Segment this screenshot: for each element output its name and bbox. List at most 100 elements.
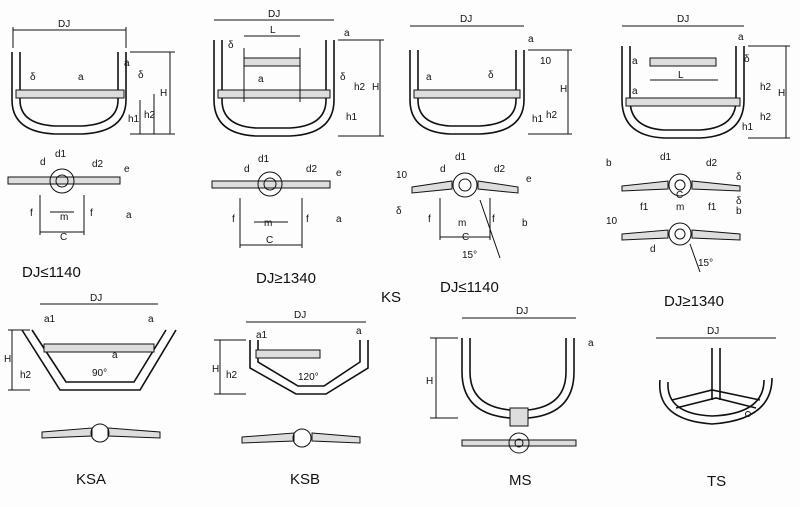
caption-ksb: KSB bbox=[290, 471, 320, 488]
dim-a-7: a bbox=[528, 34, 534, 45]
ksb-elevation: DJ H h2 a1 a 120° bbox=[212, 310, 369, 395]
dim-b-2: b bbox=[606, 158, 612, 169]
dim-dj-5: DJ bbox=[90, 293, 102, 304]
dim-l-2: L bbox=[678, 70, 684, 81]
dim-h1-2: h1 bbox=[346, 112, 358, 123]
dim-delta-6: δ bbox=[396, 206, 402, 217]
dim-delta-9: δ bbox=[736, 196, 742, 207]
dim-h2-7: h2 bbox=[226, 370, 238, 381]
dim-a-6: a bbox=[336, 214, 342, 225]
dim-e-2: e bbox=[336, 168, 342, 179]
dim-c-2: C bbox=[266, 235, 273, 246]
dim-d1-2: d1 bbox=[258, 154, 270, 165]
dim-f1: f1 bbox=[640, 202, 649, 213]
caption-ks: KS bbox=[381, 289, 401, 306]
caption-ks-le1140-b: DJ≤1140 bbox=[440, 279, 499, 296]
dim-h2-4: h2 bbox=[760, 112, 772, 123]
dim-h-3: H bbox=[560, 84, 567, 95]
dim-delta-7: δ bbox=[744, 54, 750, 65]
dim-a-8: a bbox=[426, 72, 432, 83]
dim-a-13: a bbox=[112, 350, 118, 361]
dim-h2-6: h2 bbox=[20, 370, 32, 381]
dim-f-5: f bbox=[428, 214, 431, 225]
ms-hub-detail bbox=[461, 432, 577, 454]
ks-small-variant-elevation: DJ H h1 h2 10 a δ a bbox=[409, 14, 572, 135]
dim-a-12: a bbox=[148, 314, 154, 325]
dim-dj-7: DJ bbox=[516, 306, 528, 317]
dim-d1-4: d1 bbox=[660, 152, 672, 163]
dim-h2-2: h2 bbox=[354, 82, 366, 93]
dim-d2: d2 bbox=[92, 159, 104, 170]
dim-dj-3: DJ bbox=[460, 14, 472, 25]
dim-h2-5: h2 bbox=[760, 82, 772, 93]
dim-d: d bbox=[40, 157, 46, 168]
caption-ms: MS bbox=[509, 472, 532, 489]
dim-a-11: a bbox=[632, 86, 638, 97]
dim-c-3: C bbox=[462, 232, 469, 243]
dim-90: 90° bbox=[92, 368, 107, 379]
dim-m-4: m bbox=[676, 202, 684, 213]
dim-f-3: f bbox=[232, 214, 235, 225]
dim-a-2: a bbox=[78, 72, 84, 83]
dim-d2-4: d2 bbox=[706, 158, 718, 169]
caption-ks-ge1340: DJ≥1340 bbox=[256, 270, 316, 287]
dim-e: e bbox=[124, 164, 130, 175]
dim-h1-4: h1 bbox=[742, 122, 754, 133]
dim-d1: d1 bbox=[55, 149, 67, 160]
caption-ts: TS bbox=[707, 473, 726, 490]
dim-a-15: a bbox=[588, 338, 594, 349]
dim-a-5: a bbox=[258, 74, 264, 85]
dim-dj-8: DJ bbox=[707, 326, 719, 337]
dim-delta-2: δ bbox=[30, 72, 36, 83]
dim-a: a bbox=[124, 58, 130, 69]
dim-a1: a1 bbox=[44, 314, 56, 325]
dim-15-2: 15° bbox=[698, 258, 713, 269]
dim-h1-3: h1 bbox=[532, 114, 544, 125]
ksb-hub-detail bbox=[241, 428, 361, 448]
ts-elevation: DJ bbox=[656, 326, 776, 425]
dim-delta: δ bbox=[138, 70, 144, 81]
dim-h-2: H bbox=[372, 82, 379, 93]
ks-small-variant-hub-detail: 10 δ d d1 d2 e b f f m C 15° bbox=[396, 152, 532, 261]
ks-small-hub-detail: d d1 d2 e a f f m C bbox=[7, 149, 132, 243]
ks-large-variant-elevation: DJ L H h1 h2 h2 a δ a a bbox=[621, 14, 790, 139]
dim-a1-2: a1 bbox=[256, 330, 268, 341]
dim-15: 15° bbox=[462, 250, 477, 261]
dim-d-2: d bbox=[244, 164, 250, 175]
dim-f-2: f bbox=[90, 208, 93, 219]
caption-ks-le1140: DJ≤1140 bbox=[22, 264, 81, 281]
dim-f-4: f bbox=[306, 214, 309, 225]
dim-dj-2: DJ bbox=[268, 9, 280, 20]
ksa-hub-detail bbox=[41, 423, 161, 443]
dim-m-3: m bbox=[458, 218, 466, 229]
ms-elevation: DJ H a bbox=[426, 306, 594, 427]
dim-a-14: a bbox=[356, 326, 362, 337]
dim-a-10: a bbox=[632, 56, 638, 67]
dim-d1-3: d1 bbox=[455, 152, 467, 163]
dim-delta-3: δ bbox=[340, 72, 346, 83]
dim-e-3: e bbox=[526, 174, 532, 185]
dim-dj-6: DJ bbox=[294, 310, 306, 321]
dim-d2-3: d2 bbox=[494, 164, 506, 175]
dim-a-4: a bbox=[344, 28, 350, 39]
dim-b: b bbox=[522, 218, 528, 229]
ks-large-hub-detail: d d1 d2 e a f f m C bbox=[211, 154, 342, 248]
dim-h-5: H bbox=[4, 354, 11, 365]
dim-h-7: H bbox=[426, 376, 433, 387]
dim-10-2: 10 bbox=[396, 170, 408, 181]
dim-h: H bbox=[160, 88, 167, 99]
dim-delta-8: δ bbox=[736, 172, 742, 183]
dim-dj-4: DJ bbox=[677, 14, 689, 25]
dim-10-3: 10 bbox=[606, 216, 618, 227]
ksa-elevation: DJ H h2 a1 a a 90° bbox=[4, 293, 177, 391]
dim-f1-2: f1 bbox=[708, 202, 717, 213]
dim-h2-3: h2 bbox=[546, 110, 558, 121]
dim-a-3: a bbox=[126, 210, 132, 221]
dim-h-4: H bbox=[778, 88, 785, 99]
dim-h2: h2 bbox=[144, 110, 156, 121]
dim-dj: DJ bbox=[58, 19, 70, 30]
ks-large-variant-hub-detail: b 10 d1 d2 δ b δ f1 f1 m C d 15° bbox=[606, 152, 742, 273]
dim-delta-5: δ bbox=[488, 70, 494, 81]
